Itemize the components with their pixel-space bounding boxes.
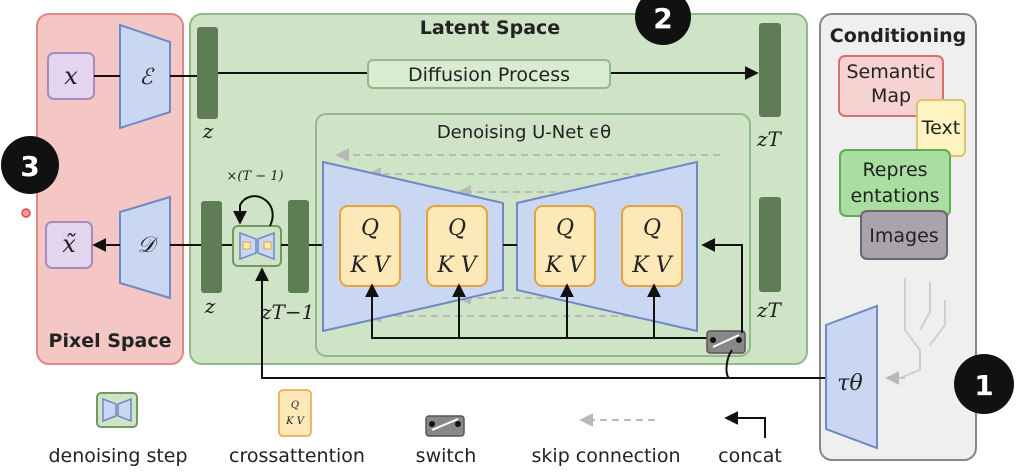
images-label: Images bbox=[869, 225, 938, 247]
diffusion-process-box bbox=[367, 59, 611, 89]
badge-two bbox=[635, 0, 691, 45]
semantic-map-label-2: Map bbox=[871, 85, 911, 107]
unet-label: Denoising U-Net ϵθ bbox=[437, 122, 611, 143]
cond-tree-branch-2 bbox=[929, 300, 946, 346]
decoder-symbol: 𝒟 bbox=[137, 233, 159, 258]
tau-to-step-path bbox=[255, 267, 826, 379]
legend-switch: switch bbox=[416, 415, 477, 467]
attn-kv-4: K V bbox=[631, 253, 673, 278]
switch-dot-right bbox=[736, 337, 742, 343]
repeat-loop-arrow bbox=[233, 195, 274, 227]
z-label-bottom: z bbox=[204, 294, 216, 318]
legend-skip-connection: skip connection bbox=[532, 413, 681, 467]
encoder-trapezoid bbox=[119, 23, 171, 130]
attn-q-1: Q bbox=[361, 216, 379, 241]
x-tilde-symbol: x̃ bbox=[62, 230, 76, 258]
zt-minus-1-latent-bar bbox=[288, 200, 309, 293]
legend-concat-label: concat bbox=[718, 445, 782, 467]
cond-tree-branch bbox=[919, 282, 931, 331]
x-tilde-output-box bbox=[45, 221, 93, 269]
zt-latent-bar-top bbox=[759, 23, 781, 117]
attn-q-3: Q bbox=[556, 216, 574, 241]
legend-switch-label: switch bbox=[416, 445, 477, 467]
attn-q-2: Q bbox=[448, 216, 466, 241]
z-label-top: z bbox=[202, 119, 214, 143]
text-label: Text bbox=[921, 117, 960, 139]
images-box bbox=[860, 210, 948, 260]
legend-attn-q: Q bbox=[291, 400, 299, 411]
concat-path bbox=[701, 238, 743, 333]
legend-crossattention-label: crossattention bbox=[229, 445, 365, 467]
attn-kv-3: K V bbox=[544, 253, 586, 278]
repeat-label: ×(T − 1) bbox=[226, 169, 283, 184]
crossattention-block-1: Q K V bbox=[339, 205, 401, 287]
badge-two-label: 2 bbox=[653, 2, 672, 35]
zt-minus-1-label: zT−1 bbox=[260, 300, 314, 324]
crossattention-block-2: Q K V bbox=[426, 205, 488, 287]
cursor-dot bbox=[21, 208, 31, 218]
legend-concat: concat bbox=[718, 411, 782, 467]
x-symbol: x bbox=[64, 62, 78, 90]
legend-crossattention: Q K V crossattention bbox=[229, 389, 365, 467]
legend-skip-connection-label: skip connection bbox=[532, 445, 681, 467]
switch-lever bbox=[712, 334, 740, 348]
semantic-map-box bbox=[838, 55, 944, 117]
representations-label-1: Repres bbox=[862, 159, 927, 181]
zt-label-bottom: zT bbox=[756, 298, 783, 322]
crossattention-block-3: Q K V bbox=[534, 205, 596, 287]
badge-three bbox=[1, 136, 59, 194]
tau-encoder-trapezoid bbox=[825, 304, 878, 450]
crossattention-block-4: Q K V bbox=[621, 205, 683, 287]
cond-path-bus bbox=[365, 283, 720, 339]
legend-denoising-step: denoising step bbox=[48, 392, 188, 467]
attn-kv-1: K V bbox=[349, 253, 391, 278]
z-latent-bar-bottom bbox=[201, 201, 222, 293]
badge-one-label: 1 bbox=[974, 369, 993, 402]
conditioning-label: Conditioning bbox=[830, 25, 966, 47]
decoder-trapezoid bbox=[119, 195, 171, 300]
badge-three-label: 3 bbox=[20, 150, 39, 183]
zt-latent-bar-bottom bbox=[759, 197, 781, 292]
switch-dot-left bbox=[710, 337, 716, 343]
attn-q-4: Q bbox=[643, 216, 661, 241]
denoising-step-attn-right bbox=[263, 241, 272, 250]
semantic-map-label-1: Semantic bbox=[846, 61, 935, 83]
legend-denoising-step-label: denoising step bbox=[48, 445, 187, 467]
legend-attn-kv: K V bbox=[285, 416, 306, 427]
tau-symbol: τθ bbox=[837, 371, 862, 396]
latent-space-label: Latent Space bbox=[420, 17, 560, 39]
attn-kv-2: K V bbox=[436, 253, 478, 278]
z-latent-bar-top bbox=[197, 27, 218, 119]
cond-tree bbox=[899, 278, 921, 379]
pixel-space-label: Pixel Space bbox=[49, 330, 172, 352]
denoising-step-attn-left bbox=[242, 241, 251, 250]
encoder-symbol: ℰ bbox=[139, 65, 155, 90]
representations-label-2: entations bbox=[850, 185, 939, 207]
diffusion-process-label: Diffusion Process bbox=[408, 64, 570, 86]
badge-one bbox=[954, 354, 1014, 414]
zt-label-top: zT bbox=[756, 127, 783, 151]
